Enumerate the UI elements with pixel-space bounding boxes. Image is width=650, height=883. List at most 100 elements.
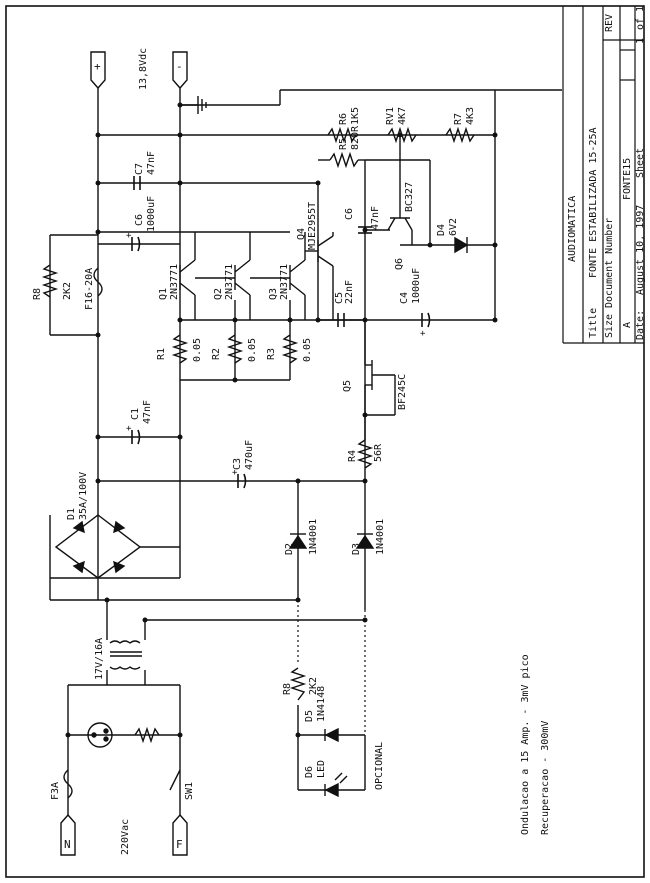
rv1-value: 4K7 <box>397 107 408 125</box>
c6b-ref: C6 <box>344 208 355 220</box>
minus-terminal-label: - <box>176 60 183 73</box>
q6-ref: Q6 <box>394 258 405 270</box>
q2-ref: Q2 <box>213 288 224 300</box>
r4-ref: R4 <box>347 450 358 462</box>
size-value: A <box>622 322 633 328</box>
d4-ref: D4 <box>436 224 447 236</box>
d5-value: 1N4148 <box>316 686 327 722</box>
capacitor-c6-electrolytic <box>131 236 141 252</box>
r4-value: 56R <box>373 443 384 462</box>
d1-ref: D1 <box>66 508 77 520</box>
r6-value: 1K5 <box>350 107 361 125</box>
fet-q5 <box>364 320 395 440</box>
c7-ref: C7 <box>134 163 145 175</box>
c4-value: 1000uF <box>411 268 422 304</box>
neutral-terminal <box>60 813 76 856</box>
plus-terminal <box>90 51 106 90</box>
c1-ref: C1 <box>130 408 141 420</box>
d1-value: 35A/100V <box>78 472 89 520</box>
r1-ref: R1 <box>156 348 167 360</box>
c6b-value: 47nF <box>370 206 381 230</box>
transformer-value: 17V/16A <box>94 638 105 680</box>
capacitor-c3 <box>237 473 247 489</box>
resistor-r3 <box>281 334 299 364</box>
drawing-title: FONTE ESTABILIZADA 15-25A <box>588 127 599 278</box>
q5-value: BF245C <box>397 374 408 410</box>
c3-plus: + <box>232 468 238 478</box>
title-block <box>562 6 644 344</box>
fuse-symbol <box>93 267 103 297</box>
c4-ref: C4 <box>399 292 410 304</box>
transistor-q4 <box>305 232 334 320</box>
d6-ref: D6 <box>304 766 315 778</box>
r7-ref: R7 <box>453 113 464 125</box>
company-name: AUDIOMATICA <box>567 196 578 262</box>
zener-d4 <box>454 236 469 254</box>
sw1-label: SW1 <box>184 782 195 800</box>
output-voltage-label: 13,8Vdc <box>138 48 149 90</box>
sheet-label: Sheet <box>635 148 646 178</box>
c1-plus: + <box>126 424 132 434</box>
c4-plus: + <box>420 329 426 339</box>
phase-terminal <box>172 813 188 856</box>
of-label: of <box>635 18 646 30</box>
note-recovery: Recuperacao - 300mV <box>540 721 551 835</box>
resistor-r5 <box>318 151 365 169</box>
r8b-value: 2K2 <box>308 677 319 695</box>
c5-ref: C5 <box>334 292 345 304</box>
fuse-f3a <box>63 769 73 799</box>
n-terminal-label: N <box>64 838 71 851</box>
d2-value: 1N4001 <box>308 519 319 555</box>
d4-value: 6V2 <box>448 218 459 236</box>
capacitor-c4 <box>421 312 431 328</box>
c3-value: 470uF <box>244 440 255 470</box>
q4-ref: Q4 <box>296 228 307 240</box>
transformer-t1 <box>109 640 142 670</box>
resistor-r6 <box>327 126 357 144</box>
capacitor-c1 <box>131 429 141 445</box>
f-terminal-label: F <box>176 838 183 851</box>
sheet-total: 1 <box>635 6 646 12</box>
capacitor-c6-small <box>358 226 372 234</box>
potentiometer-rv1 <box>387 126 417 144</box>
q4-value: MJE2955T <box>307 202 318 250</box>
resistor-r4 <box>356 439 374 469</box>
document-number-label: Document Number <box>604 218 615 308</box>
r8b-ref: R8 <box>282 683 293 695</box>
date-label: Date: <box>635 310 646 340</box>
r3-ref: R3 <box>266 348 277 360</box>
title-label: Title <box>588 308 599 338</box>
transistor-q2 <box>195 232 251 320</box>
resistor-r2 <box>226 334 244 364</box>
r2-ref: R2 <box>211 348 222 360</box>
minus-terminal <box>172 51 188 90</box>
c1-value: 47nF <box>142 400 153 424</box>
capacitor-c7 <box>133 176 141 190</box>
rev-label: REV <box>604 14 615 32</box>
resistor-r8 <box>41 264 59 298</box>
resistor-r8-lower <box>289 667 307 701</box>
note-ripple: Ondulacao a 15 Amp. - 3mV pico <box>520 654 531 835</box>
c6-plus: + <box>126 231 132 241</box>
c6-ref: C6 <box>134 214 145 226</box>
q6-value: BC327 <box>404 182 415 212</box>
page-border <box>5 5 645 878</box>
q3-ref: Q3 <box>268 288 279 300</box>
d5-ref: D5 <box>304 710 315 722</box>
r2-value: 0.05 <box>247 338 258 362</box>
plus-terminal-label: + <box>94 60 101 73</box>
resistor-r7 <box>445 126 475 144</box>
c3-ref: C3 <box>232 458 243 470</box>
q1-value: 2N3771 <box>169 264 180 300</box>
optional-label: OPCIONAL <box>374 742 385 790</box>
r7-value: 4K3 <box>465 107 476 125</box>
r5-value: 820R <box>350 125 361 150</box>
optional-wires <box>297 600 366 735</box>
resistor-r1 <box>171 334 189 364</box>
c7-value: 47nF <box>146 151 157 175</box>
d6-value: LED <box>316 760 327 778</box>
r6-ref: R6 <box>338 113 349 125</box>
wires <box>49 88 562 815</box>
